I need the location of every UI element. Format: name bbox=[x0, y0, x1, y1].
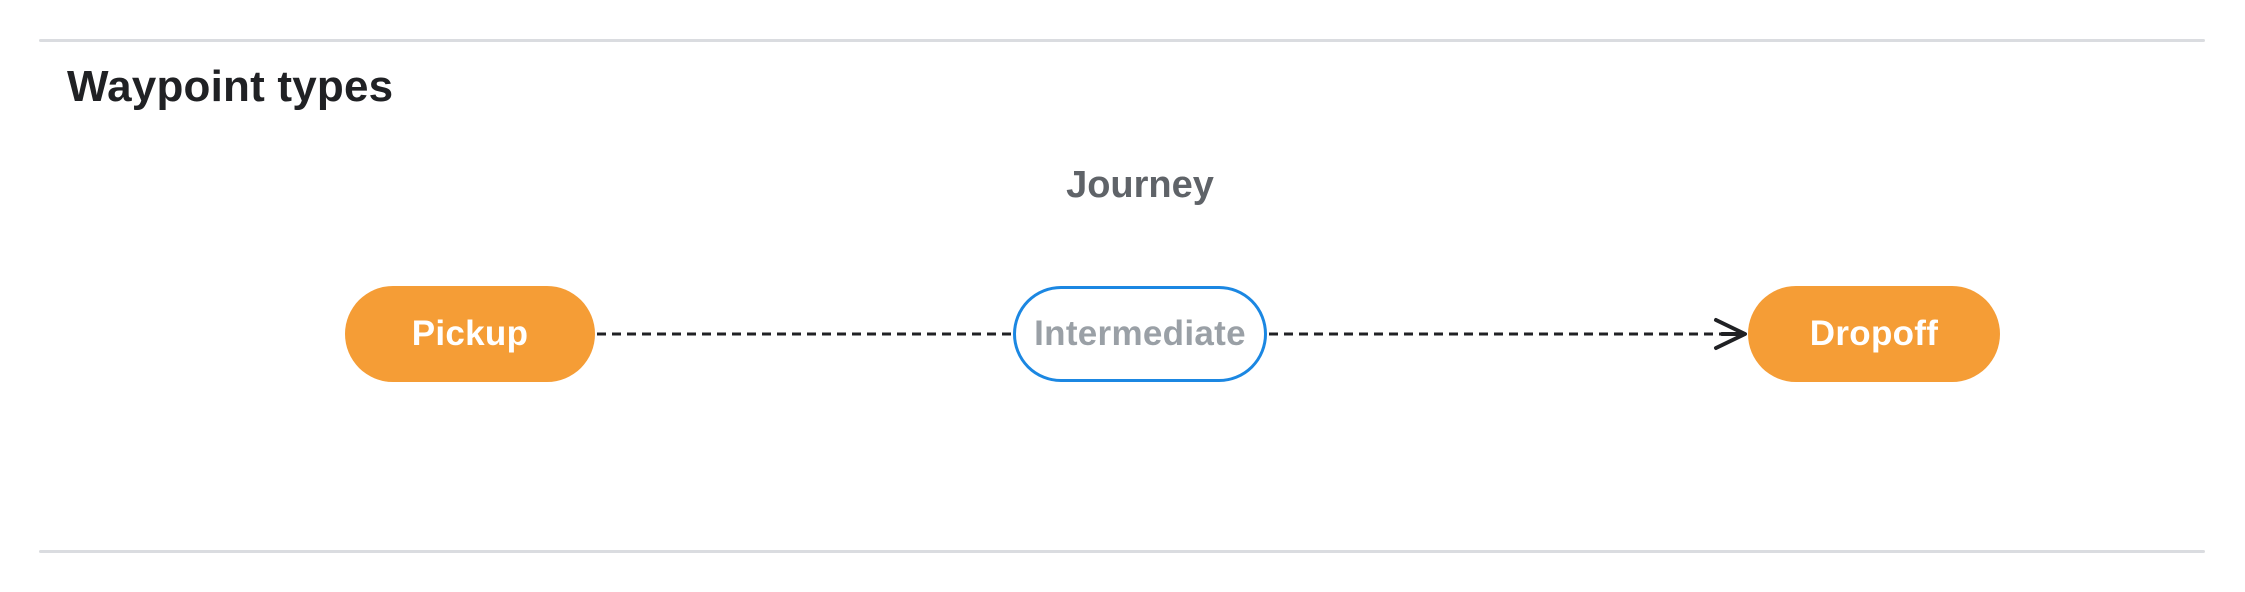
top-divider bbox=[39, 39, 2205, 42]
node-pickup: Pickup bbox=[345, 286, 595, 382]
journey-group-label: Journey bbox=[1066, 164, 1214, 206]
arrowhead-icon bbox=[1714, 318, 1747, 350]
node-intermediate-label: Intermediate bbox=[1034, 314, 1246, 353]
node-dropoff: Dropoff bbox=[1748, 286, 2000, 382]
node-dropoff-label: Dropoff bbox=[1809, 314, 1939, 353]
node-intermediate: Intermediate bbox=[1013, 286, 1267, 382]
bottom-divider bbox=[39, 550, 2205, 553]
node-pickup-label: Pickup bbox=[411, 314, 529, 353]
page-title: Waypoint types bbox=[67, 62, 394, 111]
